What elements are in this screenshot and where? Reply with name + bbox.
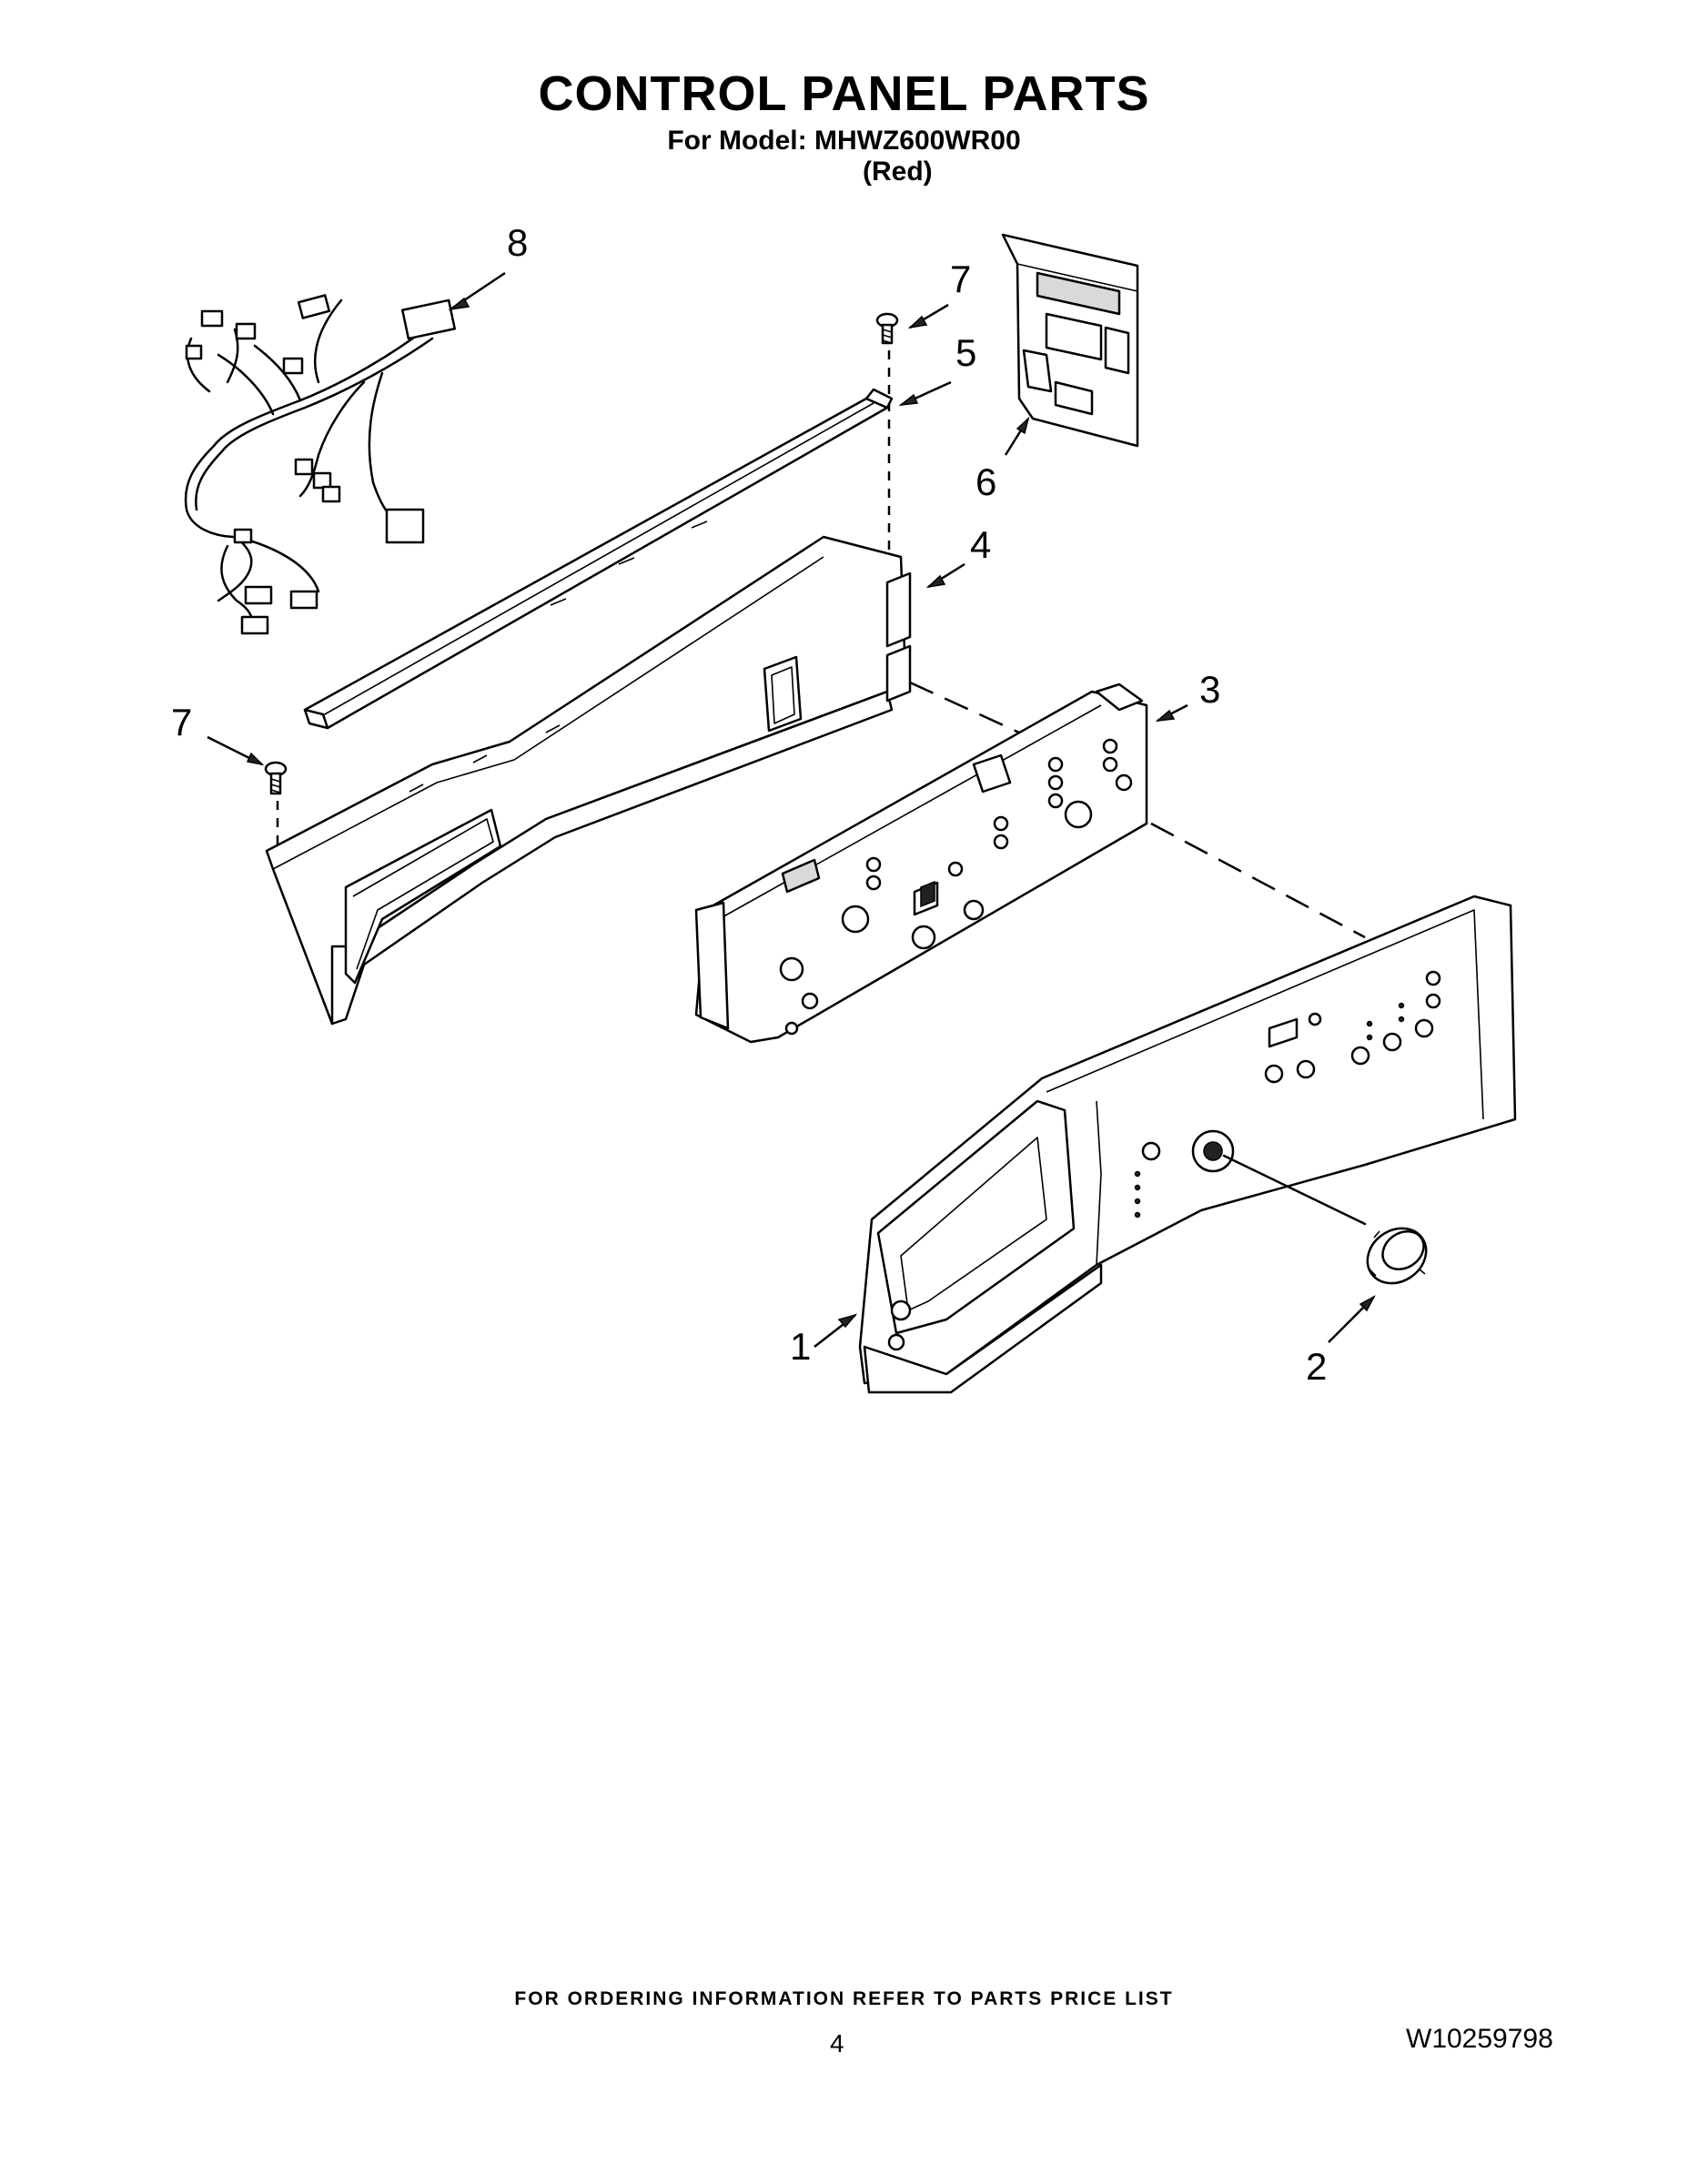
model-subtitle: For Model: MHWZ600WR00 [667,126,1021,156]
console-icon [858,895,1517,1394]
screw-icon [875,312,899,345]
callout-3: 3 [1199,668,1221,711]
ordering-note: FOR ORDERING INFORMATION REFER TO PARTS … [514,1988,1174,2009]
callout-5: 5 [955,331,977,374]
bracket-icon [303,388,894,730]
panel-housing-icon [265,521,912,1026]
model-variant: (Red) [863,157,933,187]
callout-1: 1 [790,1325,812,1368]
knob-icon [1366,1227,1428,1285]
user-interface-board-icon [694,682,1148,1044]
control-board-icon [1001,233,1139,448]
callout-4: 4 [970,523,992,566]
callout-2: 2 [1306,1345,1328,1388]
screw-icon [264,761,288,795]
callout-7-top: 7 [950,258,972,300]
wire-harness-icon [184,294,457,635]
callout-8: 8 [507,221,529,264]
page-number: 4 [830,2029,844,2058]
callout-6: 6 [975,460,997,503]
callout-7-left: 7 [171,701,193,743]
document-number: W10259798 [1406,2024,1553,2054]
page-title: CONTROL PANEL PARTS [538,66,1150,121]
